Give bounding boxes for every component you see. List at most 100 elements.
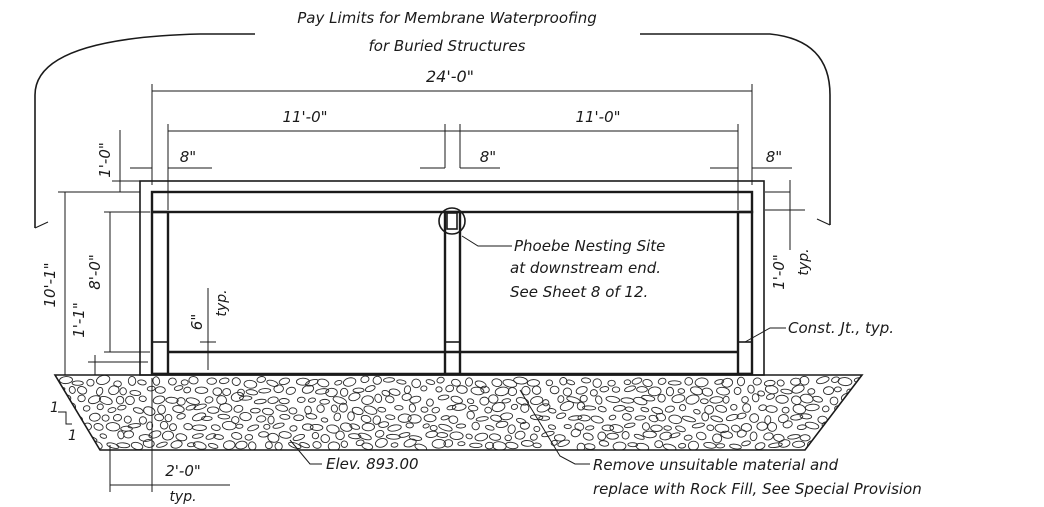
rock-stone — [115, 395, 125, 405]
rock-stone — [642, 430, 657, 439]
rock-stone — [659, 431, 673, 441]
rock-stone — [720, 430, 733, 439]
rock-stone — [245, 389, 258, 396]
rock-stone — [475, 416, 489, 422]
rock-stone — [96, 386, 104, 396]
phoebe-leader — [461, 235, 512, 247]
rockfill-extension-typ-label: typ. — [169, 489, 196, 505]
rock-stone — [222, 388, 232, 396]
rock-stone — [138, 395, 147, 402]
phoebe-note-line-3: See Sheet 8 of 12. — [510, 283, 648, 301]
rock-stone — [403, 438, 417, 448]
rock-stone — [125, 395, 135, 406]
rock-stone — [799, 375, 810, 386]
rock-stone — [526, 379, 540, 387]
rock-stone — [230, 391, 245, 402]
rock-stone — [781, 406, 790, 414]
rock-stone — [651, 406, 664, 415]
rock-stone — [521, 385, 531, 396]
rock-stone — [861, 422, 862, 430]
rock-stone — [550, 439, 558, 446]
rock-stone — [647, 386, 662, 397]
rock-stone — [635, 442, 650, 450]
rock-stone — [154, 386, 166, 394]
rock-stone — [77, 386, 88, 395]
total-height-label: 10'-1" — [41, 262, 59, 307]
rock-stone — [531, 385, 542, 395]
rock-stone — [533, 425, 541, 433]
rock-stone — [235, 440, 248, 450]
rock-stone — [693, 408, 701, 415]
rock-stone — [812, 395, 823, 403]
rock-stone — [138, 416, 147, 425]
slope-run-label: 1 — [50, 400, 59, 416]
rock-stone — [55, 433, 59, 441]
rock-stone — [352, 387, 365, 393]
rock-stone — [710, 415, 724, 423]
rock-stone — [597, 406, 607, 413]
rock-stone — [152, 376, 161, 386]
rock-stone — [278, 377, 291, 386]
rock-stone — [320, 417, 329, 423]
rock-stone — [736, 412, 747, 420]
rock-stone — [864, 430, 874, 439]
rock-stone — [736, 429, 747, 438]
rock-stone — [549, 385, 560, 395]
rock-stone — [360, 414, 372, 423]
rock-stone — [165, 396, 179, 404]
rock-stone — [325, 387, 338, 398]
rock-stone — [88, 412, 101, 422]
rock-stone — [466, 398, 475, 405]
rock-stone — [175, 433, 188, 442]
rock-stone — [471, 421, 480, 431]
rock-stone — [756, 421, 768, 431]
slope-indicator — [58, 411, 72, 425]
rockfill-extension-label: 2'-0" — [165, 462, 201, 480]
waterproofing-outline — [139, 180, 765, 376]
rock-stone — [59, 376, 73, 385]
rock-stone — [212, 387, 223, 396]
rock-stone — [858, 439, 862, 449]
rock-stone — [677, 388, 686, 394]
right-wall — [736, 210, 754, 376]
rock-stone — [425, 379, 436, 385]
rock-stone — [607, 379, 616, 387]
rock-stone — [721, 377, 734, 388]
rock-stone — [288, 441, 302, 449]
rock-stone — [520, 440, 534, 447]
rock-stone — [438, 423, 453, 432]
rock-stone — [791, 395, 802, 405]
rock-stone — [401, 393, 412, 401]
rock-stone — [819, 440, 833, 448]
rock-stone — [55, 379, 57, 386]
rock-stone — [247, 424, 260, 432]
rock-stone — [678, 443, 687, 449]
rock-stone — [450, 395, 463, 404]
rock-stone — [624, 385, 636, 393]
rock-stone — [633, 433, 645, 440]
rock-stone — [335, 430, 345, 441]
rock-stone — [807, 388, 816, 395]
rock-stone — [733, 386, 742, 395]
rock-stone — [205, 433, 217, 440]
rock-stone — [361, 395, 374, 405]
rock-stone — [207, 442, 219, 449]
rock-stone — [694, 377, 709, 388]
rock-stone — [641, 394, 656, 402]
rock-stone — [701, 387, 713, 397]
title-line-2: for Buried Structures — [369, 37, 526, 55]
rock-stone — [451, 378, 461, 387]
rock-stone — [258, 388, 272, 394]
rock-stone — [192, 441, 207, 450]
rock-stone — [186, 442, 196, 448]
rock-stone — [846, 423, 855, 430]
rock-stone — [364, 385, 376, 393]
rock-stone — [87, 395, 101, 405]
haunch-label: 6" — [188, 314, 206, 330]
rock-stone — [445, 384, 455, 393]
rock-stone — [562, 387, 573, 397]
rock-stone — [273, 384, 284, 394]
rock-stone — [436, 432, 449, 438]
remove-note-line-1: Remove unsuitable material and — [593, 456, 839, 474]
rock-stone — [235, 423, 244, 429]
